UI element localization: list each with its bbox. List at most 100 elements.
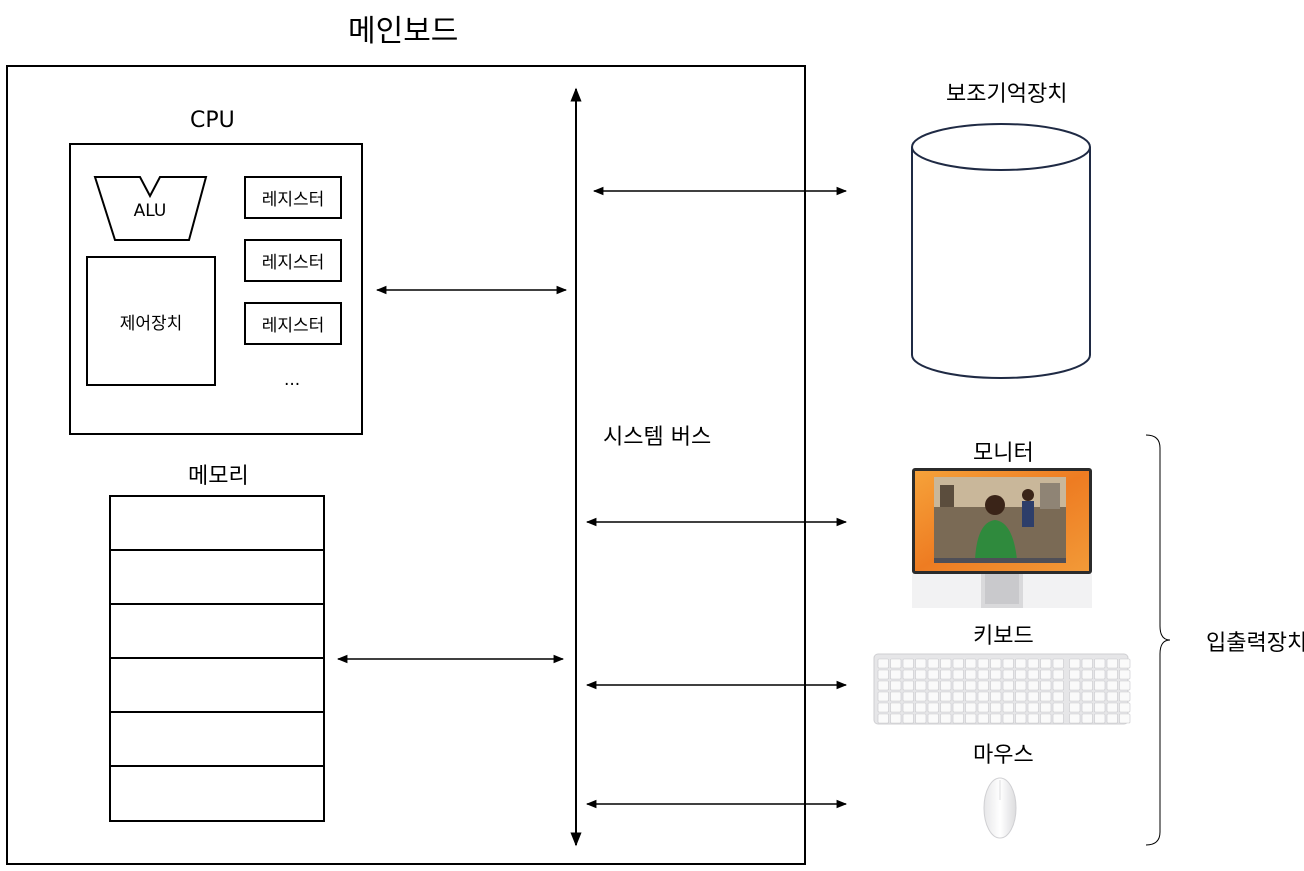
control-unit-label: 제어장치 [119, 313, 183, 334]
keyboard-key [902, 669, 914, 680]
register-2: 레지스터 [244, 239, 342, 282]
keyboard-key [1015, 713, 1027, 724]
keyboard-key [952, 680, 964, 691]
register-ellipsis: ... [284, 370, 301, 390]
keyboard-key [990, 669, 1002, 680]
keyboard-key [877, 691, 889, 702]
keyboard-key [927, 680, 939, 691]
keyboard-key [990, 691, 1002, 702]
keyboard-key [977, 658, 989, 669]
keyboard-key [877, 702, 889, 713]
keyboard-key [1119, 713, 1131, 724]
alu-shape: ALU [93, 176, 208, 241]
keyboard-key [940, 680, 952, 691]
keyboard-key [952, 713, 964, 724]
keyboard-key [1069, 658, 1081, 669]
keyboard-key [940, 658, 952, 669]
keyboard-key [1069, 713, 1081, 724]
keyboard-key [915, 658, 927, 669]
keyboard-key [1106, 669, 1118, 680]
keyboard-key [1052, 691, 1064, 702]
keyboard-key [1052, 658, 1064, 669]
cpu-label: CPU [190, 108, 235, 133]
keyboard-key [1040, 658, 1052, 669]
keyboard-key [1069, 691, 1081, 702]
keyboard-key [977, 669, 989, 680]
memory-box [109, 495, 325, 822]
keyboard-key [990, 680, 1002, 691]
keyboard-key [915, 669, 927, 680]
keyboard-key [1081, 702, 1093, 713]
keyboard-key [940, 691, 952, 702]
keyboard-icon [873, 653, 1131, 725]
keyboard-key [1027, 702, 1039, 713]
memory-cell [111, 551, 323, 605]
keyboard-key [902, 691, 914, 702]
keyboard-key [1015, 691, 1027, 702]
keyboard-key [1015, 658, 1027, 669]
keyboard-key [915, 680, 927, 691]
keyboard-key [1002, 702, 1014, 713]
keyboard-key [952, 702, 964, 713]
keyboard-key [1002, 658, 1014, 669]
keyboard-key [877, 680, 889, 691]
control-unit-box: 제어장치 [86, 256, 216, 386]
io-devices-brace [1145, 434, 1171, 846]
keyboard-key [940, 713, 952, 724]
mouse-label: 마우스 [973, 743, 1034, 768]
memory-cell [111, 659, 323, 713]
keyboard-key [877, 669, 889, 680]
monitor-label: 모니터 [973, 441, 1034, 466]
keyboard-key [1106, 702, 1118, 713]
keyboard-key [977, 691, 989, 702]
keyboard-key [890, 691, 902, 702]
keyboard-key [952, 669, 964, 680]
keyboard-key [927, 658, 939, 669]
keyboard-key [927, 702, 939, 713]
keyboard-key [902, 680, 914, 691]
register-3: 레지스터 [244, 302, 342, 345]
keyboard-key [990, 713, 1002, 724]
keyboard-key [1052, 702, 1064, 713]
keyboard-key [1119, 658, 1131, 669]
keyboard-key [1069, 680, 1081, 691]
keyboard-key [1069, 702, 1081, 713]
keyboard-key [1040, 691, 1052, 702]
keyboard-key [915, 702, 927, 713]
keyboard-key [915, 713, 927, 724]
keyboard-key [890, 669, 902, 680]
diagram-title: 메인보드 [348, 14, 459, 49]
keyboard-key [965, 669, 977, 680]
keyboard-key [977, 713, 989, 724]
keyboard-key [965, 680, 977, 691]
alu-label: ALU [134, 201, 167, 221]
keyboard-key [1002, 691, 1014, 702]
keyboard-key [927, 713, 939, 724]
keyboard-key [990, 702, 1002, 713]
keyboard-key [902, 658, 914, 669]
io-devices-group-label: 입출력장치 [1206, 631, 1304, 656]
keyboard-key [940, 702, 952, 713]
keyboard-key [1119, 669, 1131, 680]
keyboard-key [1015, 680, 1027, 691]
keyboard-key [890, 702, 902, 713]
keyboard-key [1027, 691, 1039, 702]
keyboard-key [1119, 691, 1131, 702]
keyboard-key [1094, 691, 1106, 702]
keyboard-key [927, 669, 939, 680]
keyboard-key [902, 702, 914, 713]
keyboard-key [977, 680, 989, 691]
monitor-icon [912, 468, 1092, 608]
keyboard-key [965, 713, 977, 724]
keyboard-key [1094, 658, 1106, 669]
keyboard-key [1119, 680, 1131, 691]
keyboard-key [1069, 669, 1081, 680]
keyboard-key [952, 691, 964, 702]
keyboard-key [1081, 691, 1093, 702]
keyboard-key [1027, 680, 1039, 691]
keyboard-key [1052, 669, 1064, 680]
keyboard-key [965, 691, 977, 702]
keyboard-key [1106, 691, 1118, 702]
storage-cylinder-icon [911, 123, 1091, 379]
